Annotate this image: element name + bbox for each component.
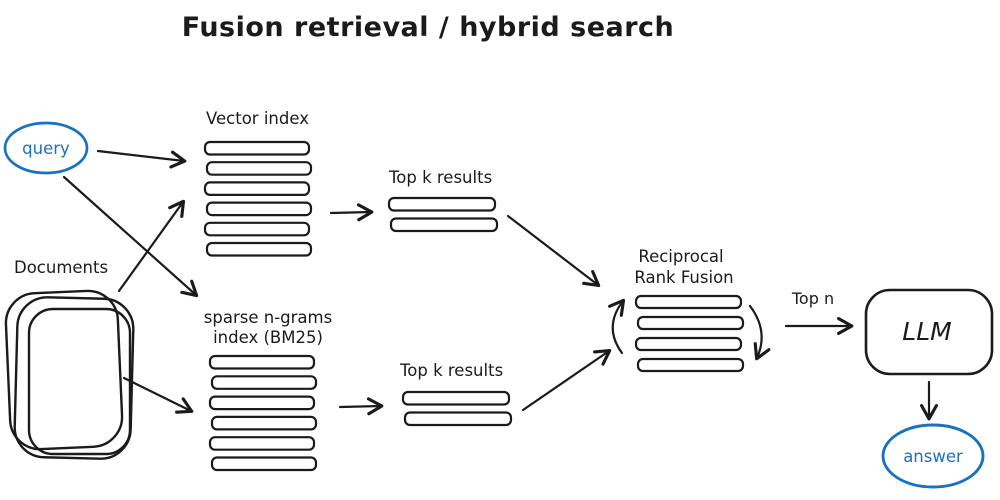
index-row-bar bbox=[205, 161, 313, 176]
top-n-label: Top n bbox=[791, 289, 834, 308]
vector-index-stack bbox=[203, 140, 313, 257]
sparse-index-label-line2: index (BM25) bbox=[213, 328, 323, 347]
document-sheet-front bbox=[27, 307, 132, 456]
query-ellipse bbox=[3, 121, 89, 175]
vector-index-node: Vector index bbox=[203, 109, 313, 257]
index-row-bar bbox=[401, 390, 511, 406]
edge-documents-to-sparse-index bbox=[122, 376, 194, 414]
query-label: query bbox=[22, 139, 70, 158]
index-row-bar bbox=[403, 411, 513, 427]
index-row-bar bbox=[203, 181, 311, 196]
rrf-cycle-arrow-left bbox=[608, 298, 626, 355]
index-row-bar bbox=[634, 336, 743, 352]
rrf-label-line2: Rank Fusion bbox=[634, 268, 733, 287]
edge-documents-to-vector-index bbox=[117, 199, 186, 293]
answer-ellipse bbox=[881, 423, 985, 489]
index-row-bar bbox=[210, 415, 318, 431]
top-k-sparse-node: Top k results bbox=[399, 361, 513, 427]
edge-top-k-sparse-to-rrf bbox=[521, 348, 612, 412]
llm-node: LLM bbox=[864, 288, 994, 376]
documents-node: Documents bbox=[4, 258, 135, 460]
top-k-sparse-stack bbox=[401, 390, 513, 427]
index-row-bar bbox=[389, 217, 499, 233]
rrf-cycle-arrow-right bbox=[748, 304, 771, 361]
answer-label: answer bbox=[903, 447, 963, 466]
edge-vector-index-to-top-k bbox=[329, 203, 374, 222]
sparse-index-label-line1: sparse n-grams bbox=[204, 308, 332, 327]
edge-query-to-sparse-index bbox=[62, 175, 199, 298]
answer-node: answer bbox=[881, 423, 985, 489]
top-k-sparse-label: Top k results bbox=[399, 361, 503, 380]
index-row-bar bbox=[208, 436, 316, 451]
index-row-bar bbox=[208, 354, 316, 370]
edge-top-k-vector-to-rrf bbox=[506, 214, 601, 288]
edge-query-to-vector-index bbox=[96, 149, 187, 169]
index-row-bar bbox=[636, 315, 745, 331]
sparse-index-stack bbox=[208, 354, 318, 472]
index-row-bar bbox=[205, 241, 313, 257]
index-row-bar bbox=[387, 196, 497, 212]
document-sheet-back bbox=[4, 289, 124, 451]
index-row-bar bbox=[203, 140, 311, 156]
rrf-stack bbox=[634, 294, 745, 373]
top-k-vector-label: Top k results bbox=[388, 168, 492, 187]
llm-box bbox=[864, 288, 994, 376]
query-node: query bbox=[3, 121, 89, 175]
rrf-label-line1: Reciprocal bbox=[638, 247, 723, 266]
index-row-bar bbox=[205, 201, 313, 217]
index-row-bar bbox=[208, 395, 316, 411]
index-row-bar bbox=[203, 221, 311, 237]
top-k-vector-stack bbox=[387, 196, 499, 233]
edge-rrf-to-llm: Top n bbox=[784, 289, 854, 335]
diagram-title: Fusion retrieval / hybrid search bbox=[182, 12, 675, 43]
documents-label: Documents bbox=[14, 258, 108, 277]
index-row-bar bbox=[636, 357, 745, 373]
top-k-vector-node: Top k results bbox=[387, 168, 499, 233]
llm-label: LLM bbox=[902, 317, 951, 346]
index-row-bar bbox=[634, 294, 743, 310]
vector-index-label: Vector index bbox=[206, 109, 309, 128]
rrf-node: Reciprocal Rank Fusion bbox=[608, 247, 771, 373]
index-row-bar bbox=[210, 375, 318, 390]
sparse-index-node: sparse n-grams index (BM25) bbox=[204, 308, 332, 472]
index-row-bar bbox=[210, 456, 318, 472]
edge-sparse-index-to-top-k bbox=[338, 397, 384, 416]
document-sheet-middle bbox=[13, 296, 135, 460]
